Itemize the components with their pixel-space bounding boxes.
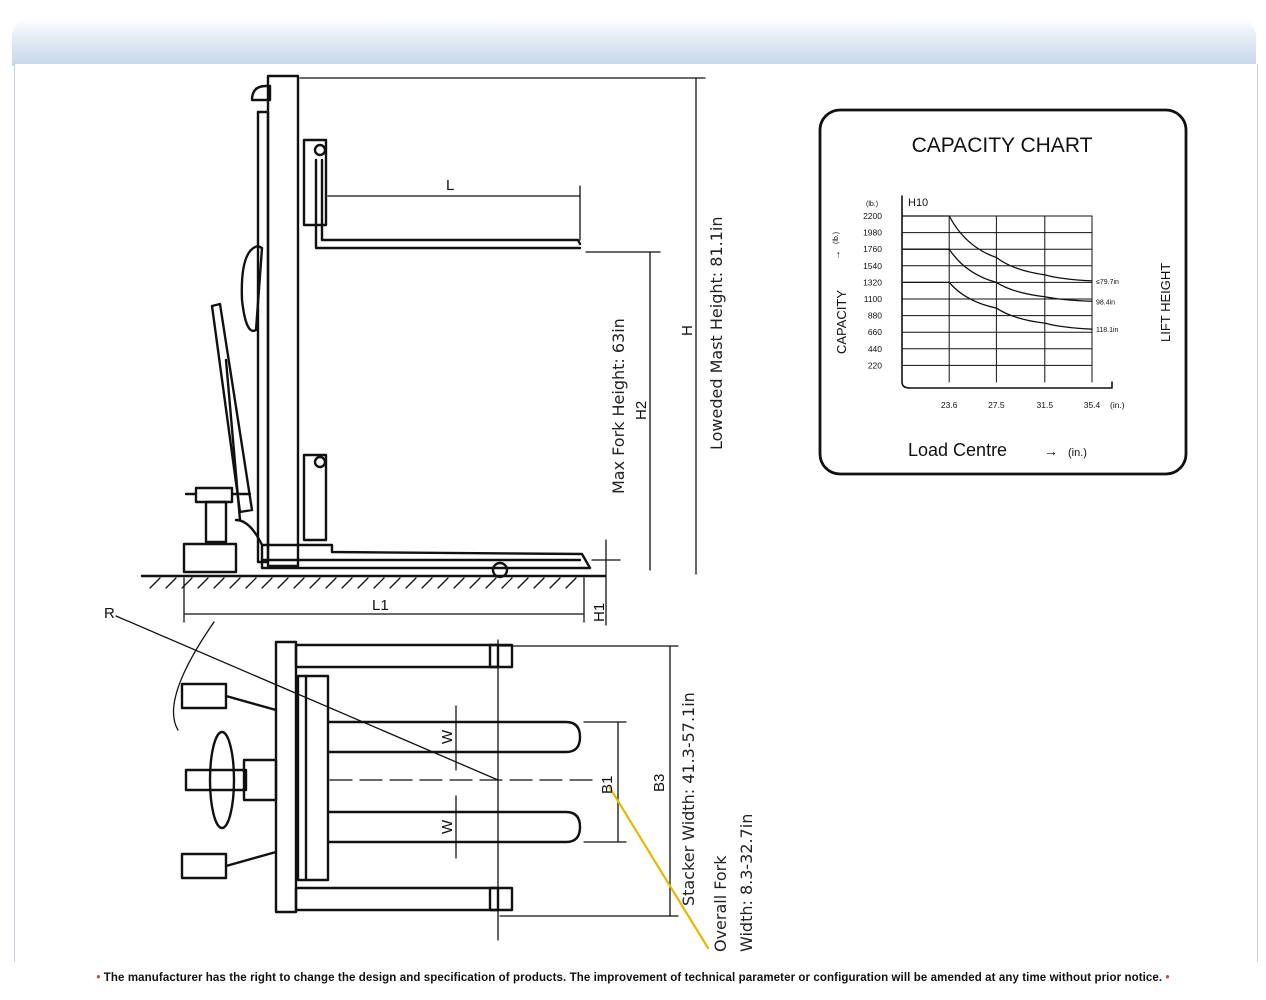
chart-x-axis-label: Load Centre bbox=[908, 440, 1007, 460]
dim-label-w-lower: W bbox=[439, 819, 456, 834]
chart-y-tick-label: 440 bbox=[868, 344, 882, 354]
chart-y-tick-label: 1980 bbox=[863, 228, 882, 238]
overall-fork-annotation-line2: Width: 8.3-32.7in bbox=[737, 814, 756, 952]
dim-label-b1: B1 bbox=[599, 776, 616, 794]
chart-x-arrow-icon: → bbox=[1044, 443, 1058, 459]
chart-series-label: 98.4in bbox=[1096, 299, 1115, 306]
footer-notice: • The manufacturer has the right to chan… bbox=[0, 972, 1266, 984]
max-fork-height-annotation: Max Fork Height: 63in bbox=[609, 318, 628, 494]
dim-label-b3: B3 bbox=[651, 774, 668, 792]
header-band bbox=[12, 18, 1256, 66]
chart-y-tick-label: 1760 bbox=[863, 244, 882, 254]
chart-x-tick-label: 31.5 bbox=[1037, 400, 1054, 410]
chart-x-axis-unit: (in.) bbox=[1068, 447, 1087, 459]
dim-label-l1: L1 bbox=[372, 597, 389, 614]
dim-label-w-upper: W bbox=[439, 729, 456, 744]
chart-series-line bbox=[901, 215, 1093, 282]
chart-x-tick-label: 27.5 bbox=[988, 400, 1005, 410]
side-view-drawing bbox=[140, 74, 706, 626]
drawing-panel bbox=[14, 64, 1258, 962]
chart-y-tick-label: 1320 bbox=[863, 277, 882, 287]
dim-label-h1: H1 bbox=[591, 603, 608, 622]
overall-fork-annotation-line1: Overall Fork bbox=[711, 855, 730, 952]
chart-y-axis-label: CAPACITY bbox=[834, 290, 849, 354]
dim-label-r: R bbox=[104, 605, 115, 622]
bullet-icon: • bbox=[96, 972, 101, 984]
chart-y-tick-label: 1540 bbox=[863, 261, 882, 271]
chart-model-label: H10 bbox=[908, 197, 928, 209]
chart-x-tick-label: 35.4 bbox=[1084, 400, 1101, 410]
chart-y-tick-label: 1100 bbox=[864, 294, 883, 304]
chart-y-tick-label: 220 bbox=[868, 360, 882, 370]
capacity-chart-frame bbox=[818, 108, 1188, 476]
chart-axes bbox=[901, 195, 1113, 389]
overall-fork-pointer bbox=[608, 786, 710, 950]
chart-y-tick-label: 660 bbox=[868, 327, 882, 337]
dim-label-h2: H2 bbox=[633, 401, 650, 420]
capacity-chart-title: CAPACITY CHART bbox=[912, 134, 1093, 157]
chart-x-tick-label: 23.6 bbox=[941, 400, 958, 410]
chart-y-unit-top: (lb.) bbox=[866, 201, 878, 208]
chart-series-label: 118.1in bbox=[1096, 327, 1119, 334]
footer-notice-text: The manufacturer has the right to change… bbox=[103, 972, 1163, 984]
chart-y-tick-label: 2200 bbox=[863, 211, 882, 221]
chart-series-line bbox=[901, 281, 1093, 330]
bullet-icon: • bbox=[1165, 972, 1170, 984]
chart-series-label: ≤79.7in bbox=[1096, 279, 1119, 286]
chart-lift-height-label: LIFT HEIGHT bbox=[1158, 263, 1173, 342]
chart-y-axis-unit: (lb.) bbox=[833, 232, 840, 244]
chart-x-tick-unit: (in.) bbox=[1110, 400, 1125, 410]
chart-y-arrow-icon: → bbox=[832, 250, 843, 260]
dim-label-l: L bbox=[446, 177, 454, 194]
dim-label-h: H bbox=[679, 325, 696, 336]
lowered-mast-height-annotation: Loweded Mast Height: 81.1in bbox=[707, 217, 726, 450]
stacker-width-annotation: Stacker Width: 41.3-57.1in bbox=[679, 692, 698, 906]
chart-y-tick-label: 880 bbox=[868, 311, 882, 321]
top-view-drawing bbox=[115, 615, 679, 941]
chart-series-line bbox=[901, 248, 1093, 302]
